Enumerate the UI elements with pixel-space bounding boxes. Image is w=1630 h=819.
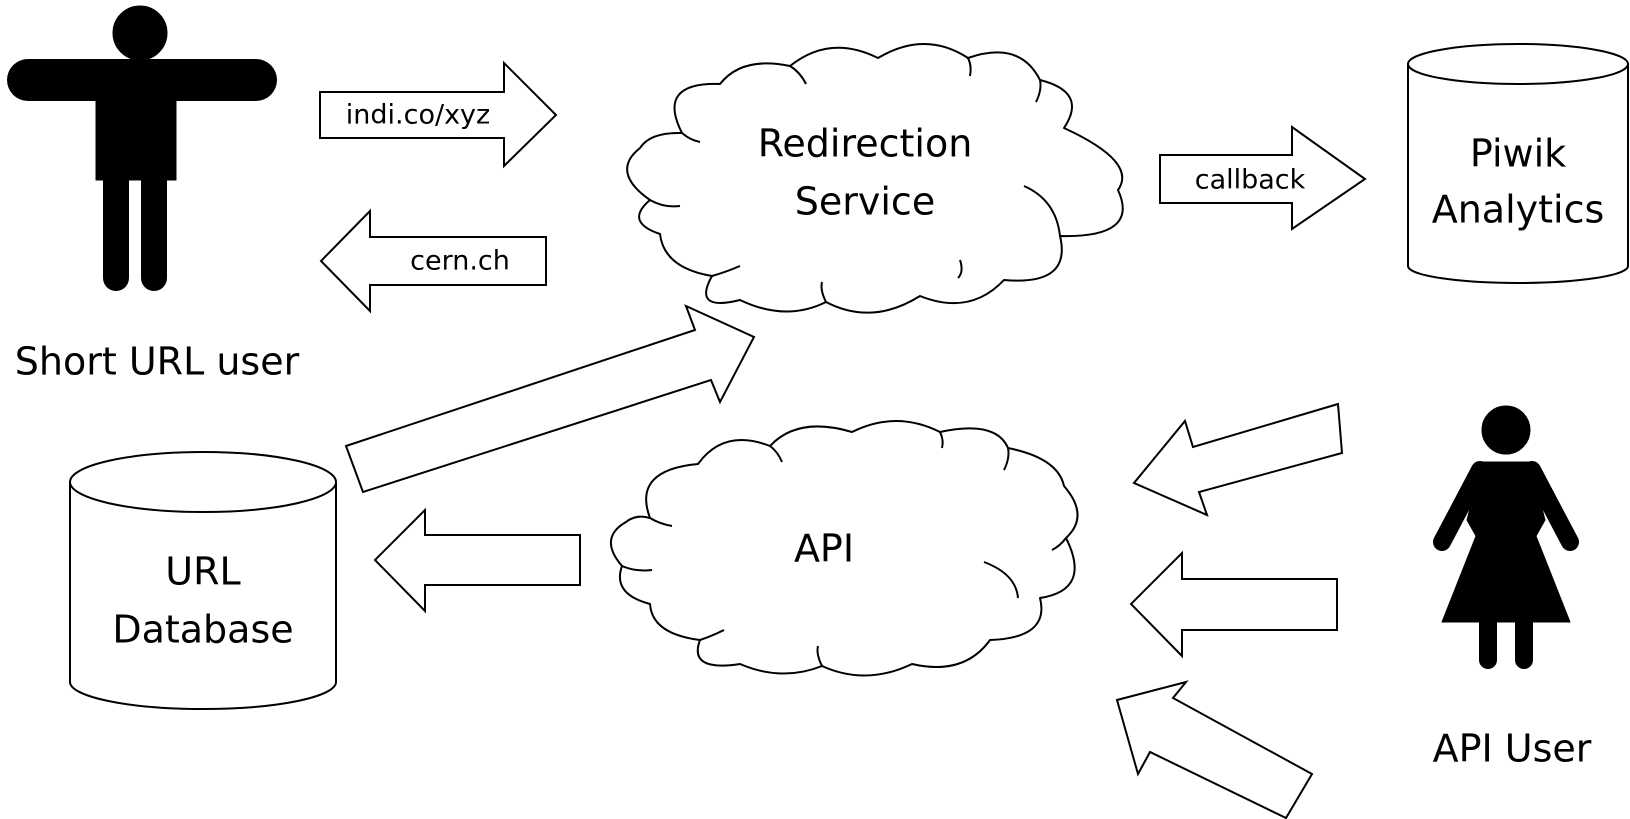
- redirection-service-line1: Redirection: [758, 122, 973, 166]
- callback-arrow-label: callback: [1195, 165, 1306, 196]
- url-database-line2: Database: [112, 608, 293, 652]
- url-database-line1: URL: [165, 550, 240, 594]
- url-database: URL Database: [69, 451, 337, 710]
- api-user-label: API User: [1433, 727, 1592, 771]
- piwik-analytics-line1: Piwik: [1470, 132, 1566, 176]
- api-cloud: API: [610, 420, 1079, 677]
- api-to-database-arrow: [373, 507, 581, 614]
- request-arrow: indi.co/xyz: [319, 60, 558, 169]
- redirection-service-line2: Service: [795, 180, 935, 224]
- api-user-figure: [1433, 405, 1579, 669]
- redirection-service-cloud: Redirection Service: [626, 43, 1124, 314]
- api-user-to-api-arrow-lower: [1115, 680, 1314, 819]
- piwik-analytics-database: Piwik Analytics: [1407, 43, 1629, 284]
- piwik-analytics-line2: Analytics: [1432, 188, 1605, 232]
- short-url-user-label: Short URL user: [15, 340, 300, 384]
- short-url-user-figure: [7, 5, 277, 291]
- database-to-redirection-arrow: [344, 304, 756, 494]
- api-user-to-api-arrow-middle: [1129, 550, 1338, 659]
- api-label: API: [794, 527, 854, 571]
- response-arrow: cern.ch: [319, 208, 547, 314]
- response-arrow-label: cern.ch: [410, 246, 510, 277]
- api-user-to-api-arrow-upper: [1132, 402, 1344, 517]
- callback-arrow: callback: [1159, 125, 1367, 231]
- request-arrow-label: indi.co/xyz: [346, 100, 490, 131]
